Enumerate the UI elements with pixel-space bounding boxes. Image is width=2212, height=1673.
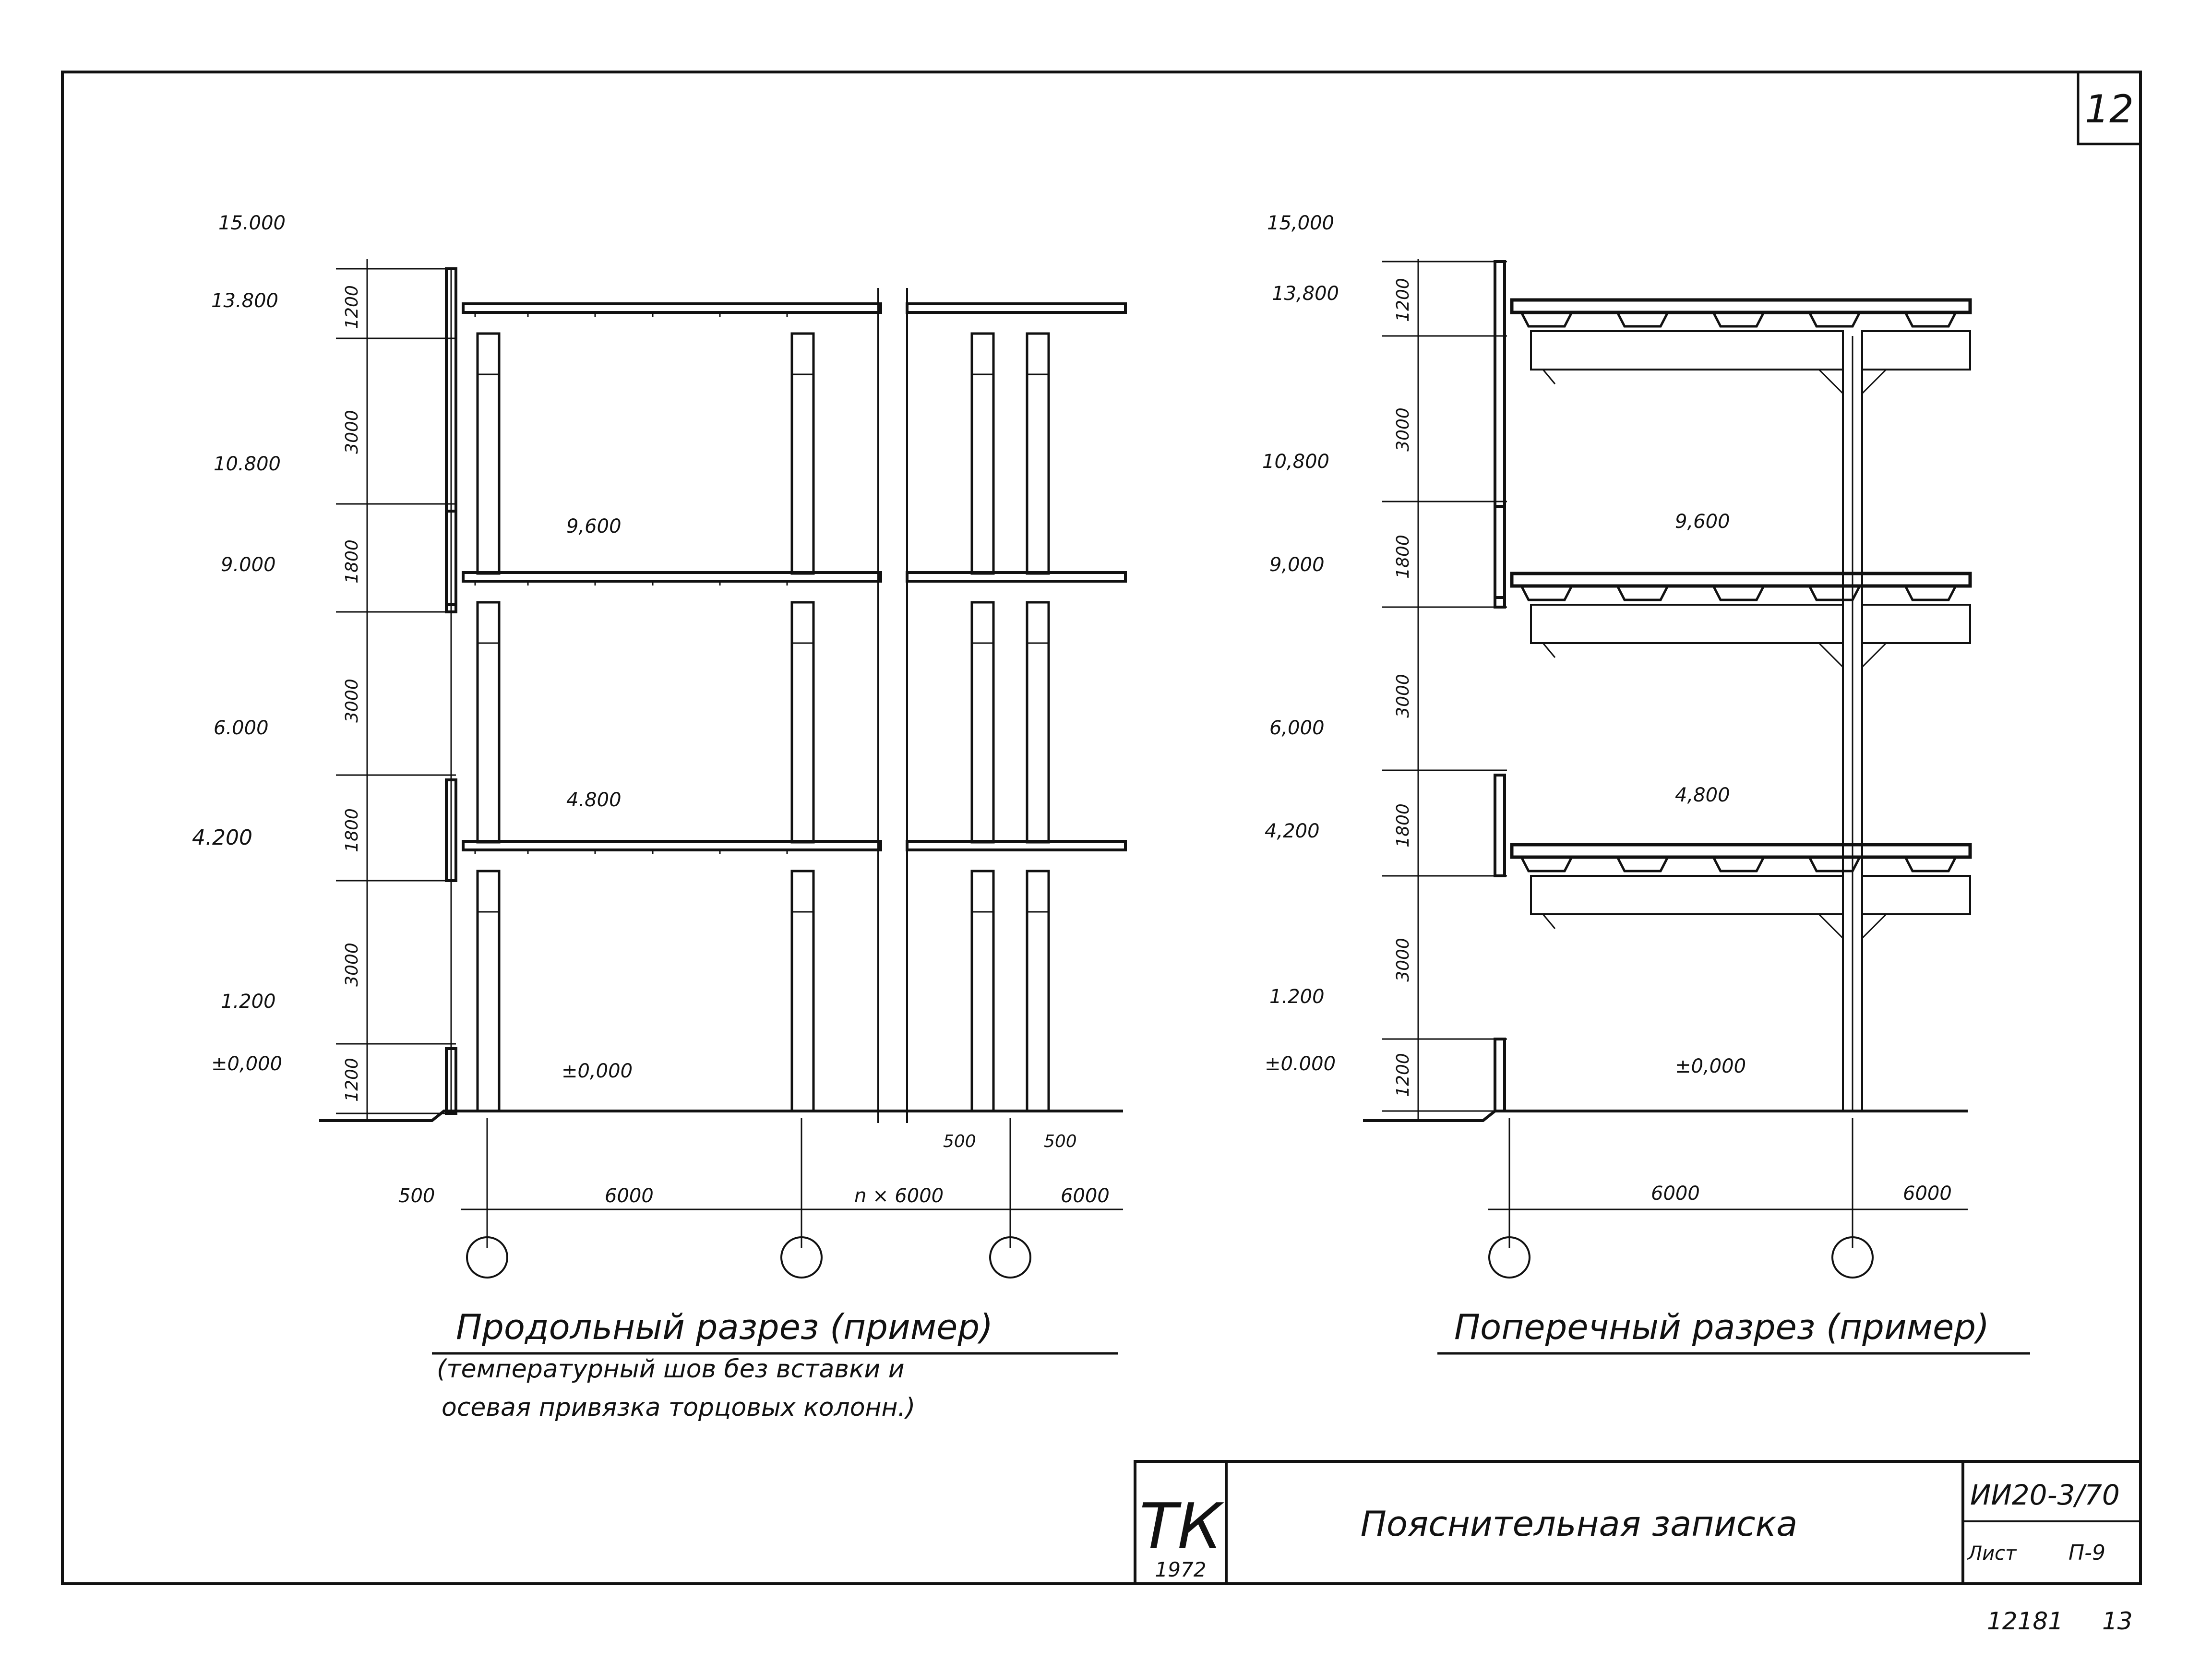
title-block-series: ИИ20-3/70	[1970, 1479, 2120, 1511]
trans-level-10800: 10,800	[1262, 451, 1329, 473]
height-dimension-chain	[1382, 259, 1507, 1121]
trans-inner-level-4800: 4,800	[1675, 784, 1730, 806]
long-height-5: 1800	[342, 808, 362, 852]
title-block-org: ТК	[1139, 1490, 1224, 1563]
trans-height-1: 1200	[1393, 278, 1413, 322]
long-joint-500-b: 500	[1044, 1132, 1077, 1151]
sheet-number: 12	[2085, 87, 2134, 131]
long-height-3: 1800	[342, 539, 362, 584]
transverse-section	[1363, 259, 1972, 1122]
long-height-6: 3000	[342, 943, 362, 987]
footer-page: 13	[2102, 1607, 2133, 1635]
long-height-4: 3000	[342, 679, 362, 723]
trans-inner-level-9600: 9,600	[1675, 511, 1730, 533]
trans-level-1200: 1.200	[1269, 986, 1325, 1008]
title-block-sheet-no: П-9	[2069, 1541, 2105, 1565]
trans-height-2: 3000	[1393, 407, 1413, 452]
long-span-6000-a: 6000	[605, 1185, 654, 1207]
trans-level-9000: 9,000	[1269, 554, 1325, 576]
trans-section-title: Поперечный разрез (пример)	[1454, 1307, 1989, 1347]
trans-axis-bubble-1	[1488, 1236, 1530, 1279]
long-span-6000-b: 6000	[1061, 1185, 1110, 1207]
footer-code: 12181	[1987, 1607, 2063, 1635]
long-axis-bubble-3	[989, 1236, 1031, 1279]
long-inner-level-0000: ±0,000	[562, 1060, 633, 1082]
wall-panels	[445, 267, 457, 1115]
long-level-4200: 4.200	[192, 825, 252, 850]
long-axis-bubble-1	[466, 1236, 508, 1279]
long-level-10800: 10.800	[214, 453, 281, 475]
long-section-subtitle-1: (температурный шов без вставки и	[437, 1355, 905, 1384]
trans-level-0000: ±0.000	[1265, 1053, 1336, 1075]
title-block	[1134, 1460, 2142, 1585]
trans-height-4: 3000	[1393, 674, 1413, 718]
height-dimension-chain	[336, 259, 456, 1121]
trans-level-15000: 15,000	[1267, 212, 1334, 234]
long-inner-level-4800: 4.800	[566, 789, 622, 811]
longitudinal-section	[319, 259, 1127, 1123]
sheet-number-box: 12	[2077, 71, 2142, 145]
long-level-1200: 1.200	[221, 991, 276, 1013]
columns	[476, 332, 1050, 1112]
long-span-dims	[461, 1118, 1123, 1248]
title-block-sheet-label: Лист	[1967, 1542, 2017, 1565]
floor-slabs	[462, 302, 1127, 854]
long-span-n6000: n × 6000	[854, 1185, 944, 1207]
long-section-title: Продольный разрез (пример)	[456, 1307, 993, 1347]
columns	[1542, 331, 1887, 1111]
long-inner-level-9600: 9,600	[566, 515, 622, 538]
long-level-15000: 15.000	[218, 212, 286, 234]
long-level-13800: 13.800	[211, 290, 278, 312]
trans-inner-level-0000: ±0,000	[1675, 1055, 1746, 1077]
trans-height-3: 1800	[1393, 535, 1413, 579]
long-level-9000: 9.000	[221, 554, 276, 576]
trans-level-13800: 13,800	[1272, 283, 1339, 305]
title-block-year: 1972	[1155, 1558, 1207, 1581]
trans-height-6: 3000	[1393, 938, 1413, 982]
long-height-1: 1200	[342, 285, 362, 329]
trans-level-6000: 6,000	[1269, 717, 1325, 739]
trans-level-4200: 4,200	[1265, 820, 1320, 842]
trans-height-7: 1200	[1393, 1053, 1413, 1097]
long-section-subtitle-2: осевая привязка торцовых колонн.)	[442, 1393, 915, 1422]
long-height-2: 3000	[342, 410, 362, 454]
title-block-title: Пояснительная записка	[1361, 1504, 1798, 1544]
trans-span-6000-b: 6000	[1903, 1183, 1952, 1205]
long-level-6000: 6.000	[214, 717, 269, 739]
sheet-frame	[61, 71, 2142, 1585]
ribbed-slabs	[1510, 298, 1972, 872]
wall-panels	[1494, 260, 1506, 1112]
trans-axis-bubble-2	[1831, 1236, 1874, 1279]
trans-span-dims	[1488, 1118, 1968, 1248]
long-axis-bubble-2	[780, 1236, 823, 1279]
trans-height-5: 1800	[1393, 803, 1413, 848]
long-level-0000: ±0,000	[211, 1053, 282, 1075]
trans-span-6000-a: 6000	[1651, 1183, 1700, 1205]
long-span-500: 500	[398, 1185, 435, 1207]
girders	[1530, 330, 1971, 915]
long-height-7: 1200	[342, 1058, 362, 1102]
long-joint-500-a: 500	[943, 1132, 976, 1151]
